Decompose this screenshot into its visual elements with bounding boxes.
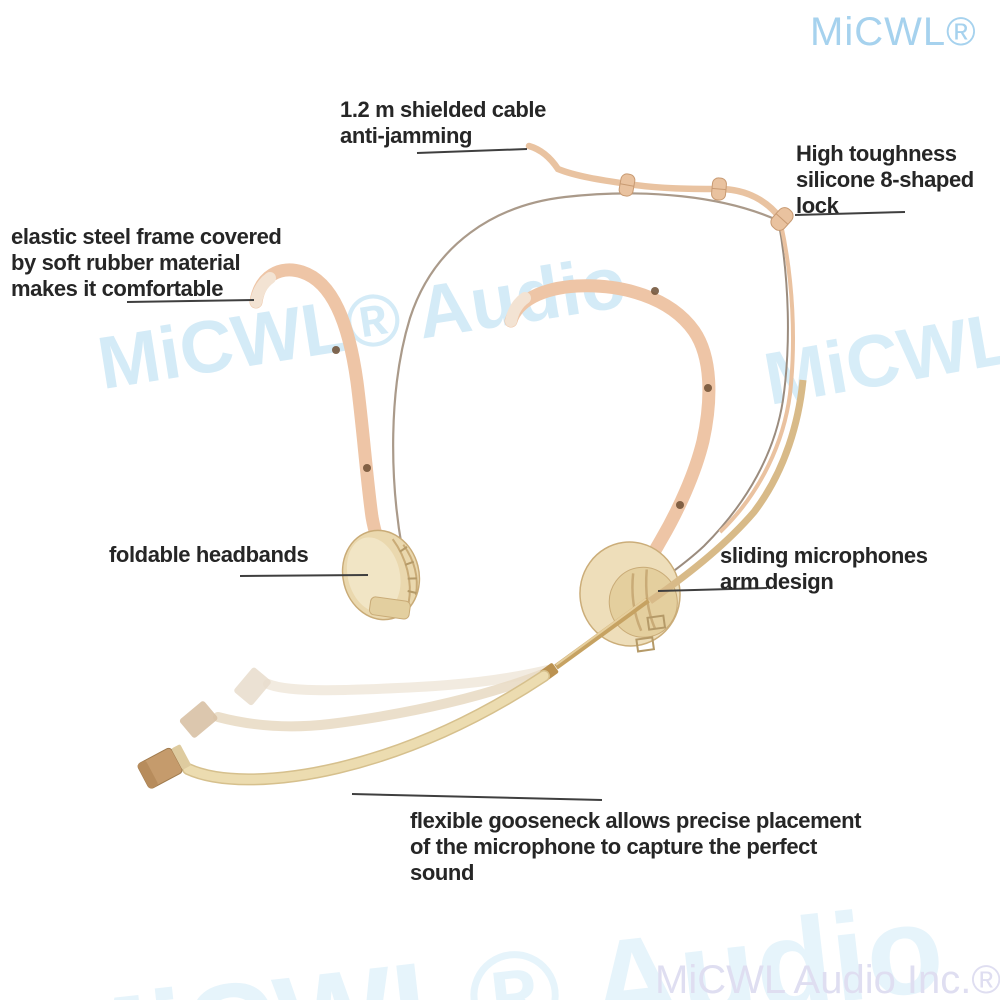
ghost-gooseneck-mid [213,667,553,732]
annotation-line: of the microphone to capture the perfect [410,834,817,859]
annotation-line: makes it comfortable [11,276,224,301]
ghost-mic-capsule-upper [234,667,271,706]
annotation-line: flexible gooseneck allows precise placem… [410,808,862,833]
annotation-foldable-headbands: foldable headbands [109,542,309,568]
callout-line-frame [126,299,255,303]
right-earhook-soft-tip [505,292,531,327]
callout-line-cable [416,148,528,154]
annotation-shielded-cable: 1.2 m shielded cable anti-jamming [340,97,546,149]
annotation-line: foldable headbands [109,542,309,567]
cable-slider-bead [618,173,636,197]
annotation-line: High toughness [796,141,957,166]
mic-arm-rod-highlight [555,598,647,666]
sliding-mic-arm [648,379,807,604]
annotation-flexible-gooseneck: flexible gooseneck allows precise placem… [410,808,862,886]
brand-logo: MiCWL® [810,10,977,54]
annotation-line: arm design [720,569,834,594]
annotation-line: by soft rubber material [11,250,241,275]
annotation-line: 1.2 m shielded cable [340,97,546,122]
right-earhook [504,279,716,583]
ghost-gooseneck-upper [263,665,553,696]
annotation-steel-frame: elastic steel frame covered by soft rubb… [11,224,282,302]
callout-line-lock [794,211,906,216]
right-earhook-dot [676,501,684,509]
left-earhook-dot [363,464,371,472]
annotation-line: sound [410,860,474,885]
annotation-line: anti-jamming [340,123,473,148]
right-earhook-dot [651,287,659,295]
cable-slider-bead [711,177,727,201]
steel-frame-wire [392,192,780,549]
ghost-mic-capsule-mid [179,701,218,738]
callout-line-headband [239,574,369,577]
annotation-line: sliding microphones [720,543,928,568]
silicone-8-shaped-lock [770,207,794,231]
left-earhook [249,263,391,560]
annotation-silicone-lock: High toughness silicone 8-shaped lock [796,141,974,219]
mic-arm-rod [554,597,650,670]
mic-capsule [137,744,191,789]
gooseneck [183,671,549,784]
callout-line-gooseneck [351,793,603,801]
left-hinge-disc [341,529,421,621]
annotation-line: elastic steel frame covered [11,224,282,249]
folded-headband-stub [368,596,411,620]
right-earhook-dot [704,384,712,392]
annotation-sliding-arm: sliding microphones arm design [720,543,928,595]
cable-strand [718,223,795,534]
steel-frame-wire-right [655,223,789,585]
annotation-line: silicone 8-shaped [796,167,974,192]
callout-line-arm [657,587,768,592]
left-earhook-soft-tip [250,272,276,308]
annotation-line: lock [796,193,839,218]
left-earhook-dot [332,346,340,354]
